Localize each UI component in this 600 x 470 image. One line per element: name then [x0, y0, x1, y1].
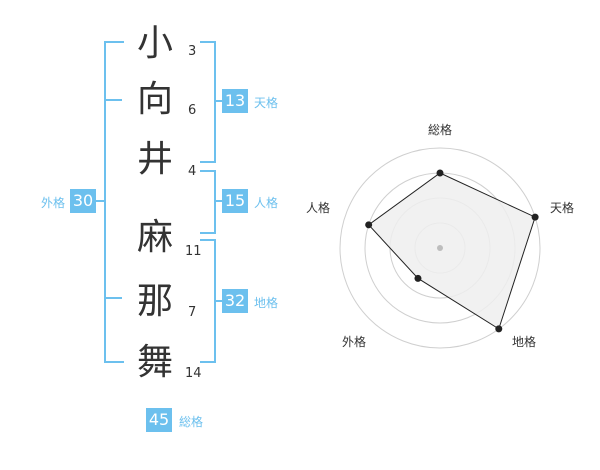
radar-grid-ring: [339, 147, 541, 349]
soukaku-label: 総格: [179, 415, 204, 429]
gaikaku-bracket-tick: [104, 297, 122, 299]
radar-label-chikaku: 地格: [512, 334, 536, 349]
radar-label-soukaku: 総格: [428, 122, 452, 137]
tenkaku-score: 13: [222, 89, 248, 113]
soukaku-score: 45: [146, 408, 172, 432]
tenkaku-bracket: [200, 41, 216, 163]
tenkaku-label: 天格: [254, 96, 279, 110]
name-char-4: 麻: [136, 217, 173, 258]
tenkaku-connector: [214, 100, 222, 102]
jinkaku-label: 人格: [254, 196, 279, 210]
radar-area: [367, 172, 536, 330]
name-char-2: 向: [136, 79, 173, 120]
radar-center-dot: [437, 245, 443, 251]
gaikaku-bracket: [104, 41, 124, 363]
gaikaku-bracket-tick: [104, 99, 122, 101]
gaikaku-score: 30: [70, 189, 96, 213]
stroke-count-4: 11: [185, 244, 202, 259]
radar-point-3: [495, 325, 503, 333]
radar-label-gaikaku: 外格: [342, 334, 366, 349]
name-char-3: 井: [136, 139, 173, 180]
name-char-6: 舞: [136, 342, 173, 383]
chikaku-label: 地格: [254, 296, 279, 310]
radar-chart: 総格 天格 地格 外格 人格: [306, 122, 574, 349]
stroke-count-6: 14: [185, 366, 202, 381]
gaikaku-label: 外格: [41, 196, 66, 210]
name-char-5: 那: [136, 281, 173, 322]
radar-point-2: [531, 213, 539, 221]
radar-label-tenkaku: 天格: [550, 200, 574, 215]
jinkaku-connector: [214, 200, 222, 202]
radar-label-jinkaku: 人格: [306, 200, 330, 215]
stroke-count-1: 3: [188, 44, 197, 59]
jinkaku-score: 15: [222, 189, 248, 213]
radar-point-5: [365, 221, 373, 229]
radar-point-1: [436, 169, 444, 177]
stroke-count-2: 6: [188, 103, 197, 118]
stroke-count-5: 7: [188, 305, 197, 320]
radar-shape: [365, 169, 539, 333]
name-char-1: 小: [136, 23, 173, 64]
stroke-count-3: 4: [188, 164, 197, 179]
gaikaku-bracket-connector: [96, 200, 104, 202]
chikaku-connector: [214, 300, 222, 302]
radar-labels: 総格 天格 地格 外格 人格: [306, 122, 574, 349]
jinkaku-bracket: [200, 170, 216, 234]
chikaku-score: 32: [222, 289, 248, 313]
radar-point-4: [414, 274, 422, 282]
